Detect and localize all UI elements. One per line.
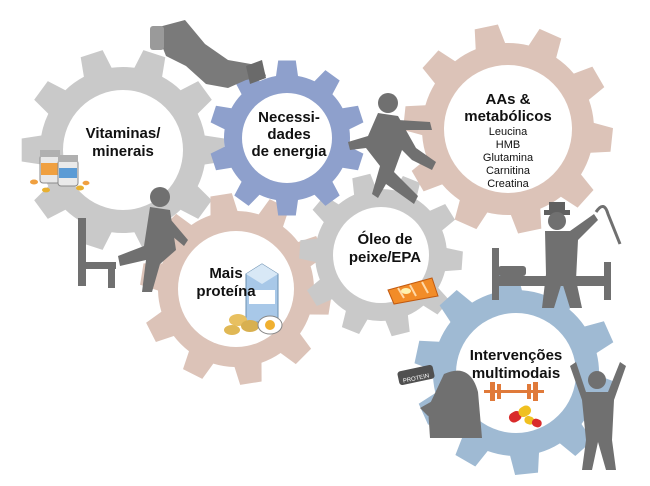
gear-intervencoes-title-line: multimodais — [472, 365, 560, 382]
fish-fillet-icon — [387, 277, 439, 305]
gear-oleo-title-line: Óleo de — [357, 230, 412, 248]
gear-vitaminas-title-line: minerais — [92, 143, 154, 160]
gear-energia-title-line: Necessi- — [258, 109, 320, 126]
barbell-icon — [484, 382, 544, 401]
milk-carton-icon — [224, 263, 283, 335]
running-person-icon — [348, 93, 436, 204]
gear-aas-title-line: metabólicos — [464, 108, 552, 125]
gear-aas-title-line: AAs & — [485, 91, 530, 108]
gear-energia-title-line: dades — [267, 126, 310, 143]
gear-proteina-title-line: proteína — [196, 283, 256, 300]
gear-intervencoes-title-line: Intervenções — [470, 347, 563, 364]
gear-vitaminas-title-line: Vitaminas/ — [86, 125, 162, 142]
wrench-hand-icon — [150, 20, 266, 88]
person-drinking-icon: PROTEIN — [397, 364, 482, 438]
gear-energia — [210, 60, 364, 216]
gear-oleo-title-line: peixe/EPA — [349, 249, 421, 266]
gear-vitaminas — [21, 50, 225, 250]
elderly-person-chair-icon — [78, 187, 188, 292]
gear-proteina-title-line: Mais — [209, 265, 242, 282]
person-arms-raised-icon — [570, 362, 626, 470]
gear-aas-item: Creatina — [487, 178, 529, 190]
gear-aas-item: Glutamina — [483, 152, 534, 164]
gear-energia-title-line: de energia — [251, 143, 327, 160]
gear-aas-item: Carnitina — [486, 165, 531, 177]
gear-aas — [403, 24, 613, 234]
capsule-icon — [508, 405, 542, 428]
person-with-cane-icon — [542, 202, 622, 308]
gear-aas-item: Leucina — [489, 126, 528, 138]
gear-aas-item: HMB — [496, 139, 520, 151]
protein-label: PROTEIN — [403, 373, 430, 384]
pill-bottles-icon — [30, 150, 90, 193]
